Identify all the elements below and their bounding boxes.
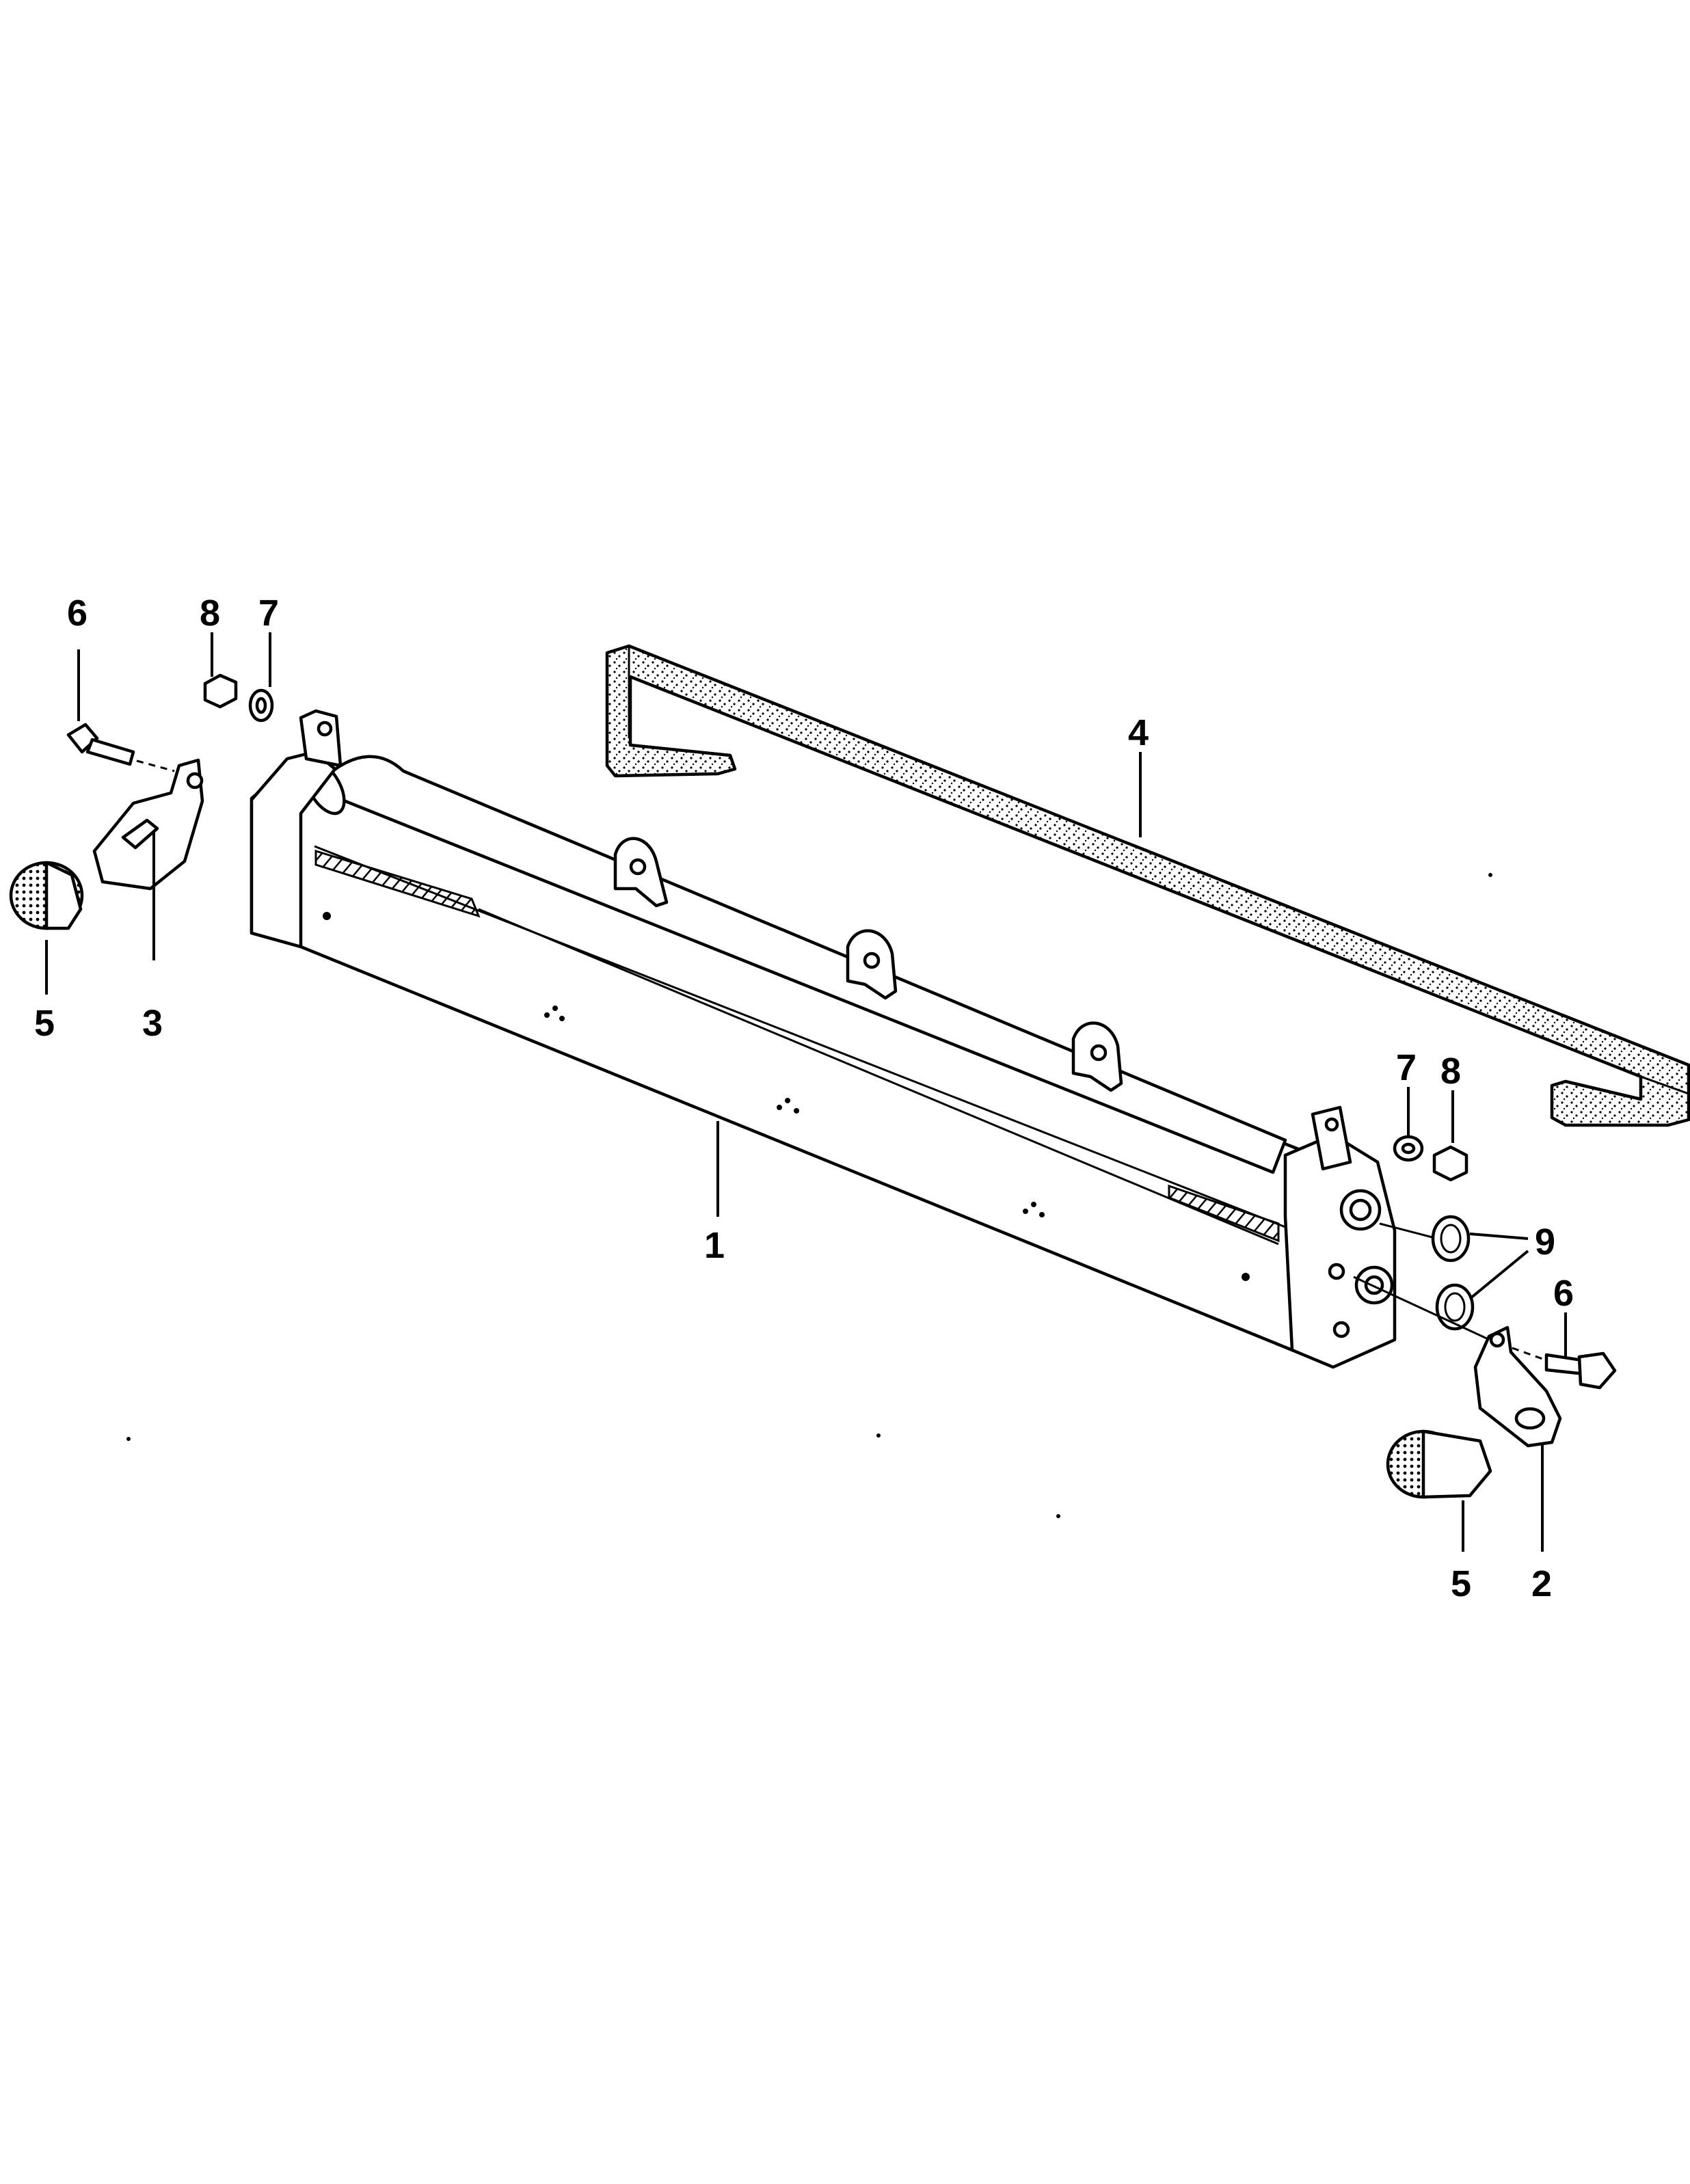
- washer-right-top: [1393, 1135, 1424, 1162]
- leader-lines: [45, 632, 1567, 1552]
- rubber-mount-left: [9, 861, 84, 930]
- foam-seal-strip: [605, 644, 1690, 1127]
- callout-8-left: 8: [200, 593, 220, 634]
- nut-left: [203, 673, 238, 709]
- washer-left: [248, 688, 274, 723]
- callout-5-left: 5: [34, 1003, 55, 1044]
- callout-7-right: 7: [1396, 1047, 1417, 1088]
- callout-9: 9: [1535, 1222, 1555, 1263]
- callout-8-right: 8: [1440, 1051, 1461, 1092]
- callout-1: 1: [704, 1225, 725, 1266]
- bracket-left: [92, 758, 204, 891]
- callout-2: 2: [1531, 1563, 1552, 1604]
- callout-4: 4: [1128, 712, 1149, 753]
- callout-labels: 1 2 3 4 5 5 6 6 7 7 8 8 9: [34, 593, 1574, 1604]
- callout-6-left: 6: [67, 593, 88, 634]
- callout-7-left: 7: [258, 593, 279, 634]
- o-rings-right: [1353, 1215, 1508, 1349]
- nut-right: [1432, 1145, 1468, 1182]
- bracket-right: [1473, 1325, 1562, 1448]
- rubber-mount-right: [1386, 1429, 1492, 1499]
- bolt-left: [66, 723, 175, 772]
- callout-3: 3: [142, 1003, 163, 1044]
- callout-5-right: 5: [1451, 1563, 1471, 1604]
- bolt-right: [1512, 1347, 1617, 1390]
- callout-6-right: 6: [1553, 1273, 1574, 1314]
- oil-cooler-body: [250, 709, 1397, 1369]
